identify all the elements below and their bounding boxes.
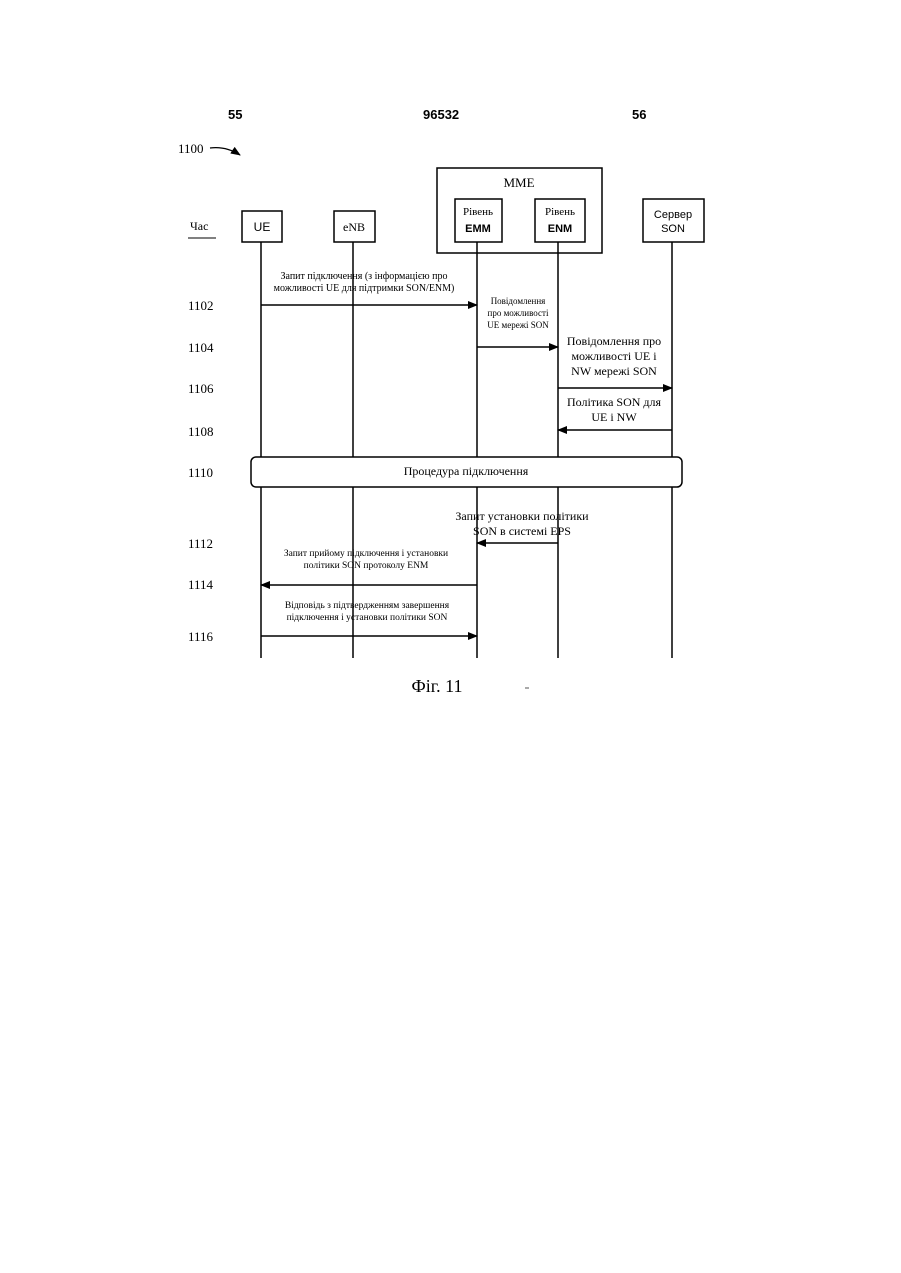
step-number-1112: 1112 — [188, 536, 213, 551]
entity-label-emm-line2: EMM — [465, 223, 491, 235]
figure-reference-arrow — [210, 148, 240, 155]
message-1112-line1: Запит установки політики — [455, 509, 589, 523]
figure-reference: 1100 — [178, 141, 204, 156]
message-1104-line1: Повідомлення — [491, 296, 546, 306]
mme-label: MME — [503, 175, 534, 190]
message-1108-line2: UE і NW — [591, 410, 637, 424]
step-number-1106: 1106 — [188, 381, 214, 396]
time-label: Час — [190, 219, 208, 233]
message-1112-line2: SON в системі EPS — [473, 524, 571, 538]
procedure-1110-label: Процедура підключення — [404, 464, 529, 478]
message-1106-line1: Повідомлення про — [567, 334, 661, 348]
entity-label-enm-line2: ENM — [548, 223, 572, 235]
message-1108-line1: Політика SON для — [567, 395, 662, 409]
message-1102-line1: Запит підключення (з інформацією про — [281, 271, 448, 282]
message-1106-line3: NW мережі SON — [571, 364, 657, 378]
step-number-1110: 1110 — [188, 465, 213, 480]
step-number-1104: 1104 — [188, 340, 214, 355]
step-number-1102: 1102 — [188, 298, 214, 313]
entity-label-son-line1: Сервер — [654, 209, 692, 221]
entity-label-son-line2: SON — [661, 223, 685, 235]
message-1104-line3: UE мережі SON — [487, 320, 549, 330]
message-1104-line2: про можливості — [488, 308, 549, 318]
message-1102-line2: можливості UE для підтримки SON/ENM) — [274, 283, 455, 294]
message-1114-line2: політики SON протоколу ENM — [304, 561, 429, 571]
step-number-1114: 1114 — [188, 577, 214, 592]
entity-label-enb: eNB — [343, 220, 365, 234]
figure-caption: Фіг. 11 — [412, 676, 463, 696]
message-1114-line1: Запит прийому підключення і установки — [284, 548, 448, 559]
step-number-1108: 1108 — [188, 424, 214, 439]
step-number-1116: 1116 — [188, 629, 214, 644]
message-1116-line2: підключення і установки політики SON — [287, 613, 448, 623]
message-1116-line1: Відповідь з підтвердженням завершення — [285, 601, 450, 611]
message-1106-line2: можливості UE і — [571, 349, 657, 363]
entity-label-ue: UE — [254, 220, 271, 234]
entity-label-enm-line1: Рівень — [545, 206, 575, 218]
entity-label-emm-line1: Рівень — [463, 206, 493, 218]
